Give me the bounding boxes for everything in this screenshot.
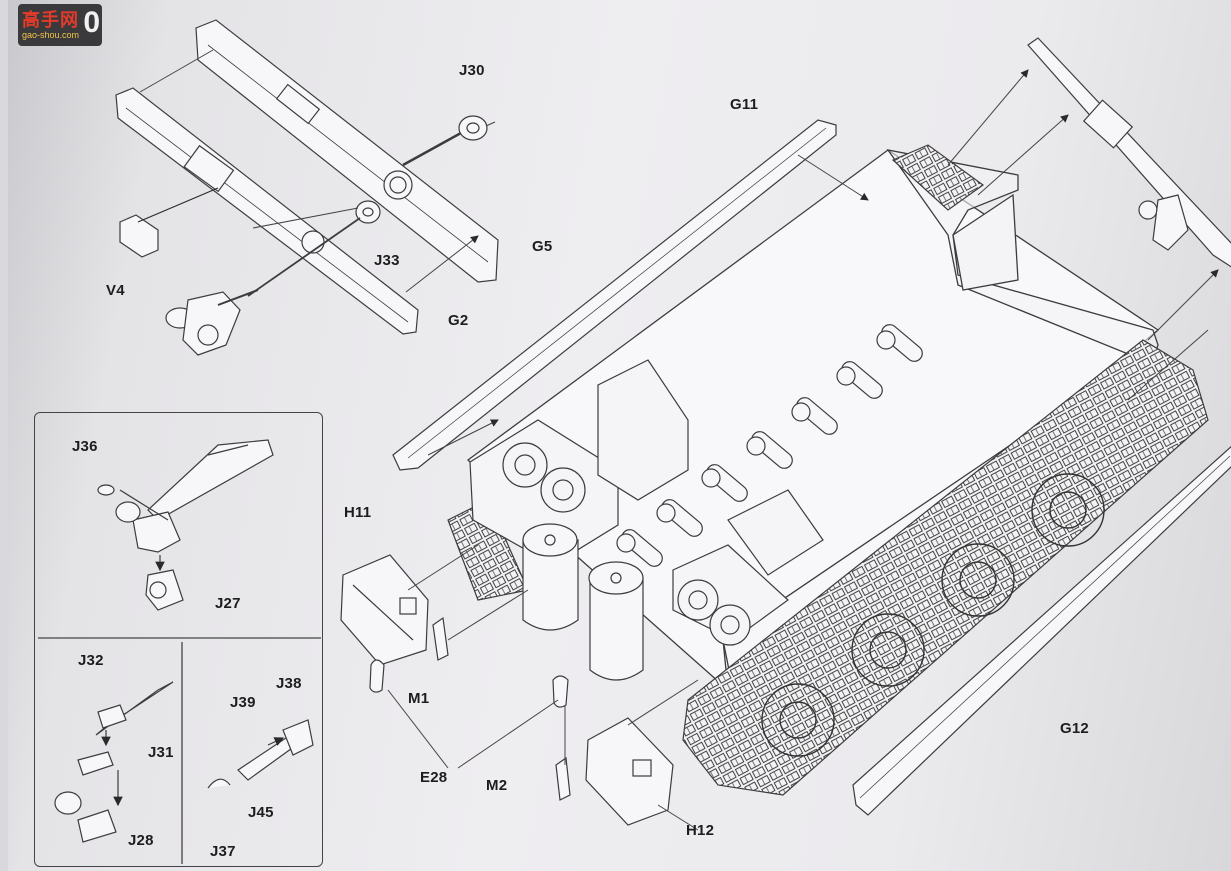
callout-j31: J31 [148,744,174,761]
rear-engine-deck [469,359,824,646]
hatch-h11 [340,554,429,666]
callout-j36: J36 [72,438,98,455]
callout-j33: J33 [374,252,400,269]
wheel-j30 [402,115,488,167]
callout-j37: J37 [210,843,236,860]
inset-box-main [34,412,323,867]
hatch-h12 [585,717,674,826]
side-panel-g5 [195,19,499,283]
callout-m2: M2 [486,777,508,794]
site-watermark-logo: 高手网 gao-shou.com 0 [18,4,102,46]
callout-v4: V4 [106,282,125,299]
page-number: 0 [83,6,100,39]
watermark-url: gao-shou.com [22,30,80,40]
torsion-bars [616,324,923,567]
callout-h12: H12 [686,822,715,839]
rail-g12 [852,445,1231,816]
rail-g11 [392,119,837,471]
watermark-text: 高手网 [22,10,79,30]
suspension-bracket [165,289,259,356]
callout-e28: E28 [420,769,448,786]
assembly-lines-hull [387,69,1219,831]
rail-top-right [1027,37,1231,268]
side-panel-g2 [115,87,419,335]
callout-g5: G5 [532,238,553,255]
assembly-diagram [54,19,1231,843]
part-v4 [119,187,219,258]
instruction-sheet: 高手网 gao-shou.com 0 [8,0,1231,871]
callout-j39: J39 [230,694,256,711]
track-top [891,144,985,211]
callout-j30: J30 [459,62,485,79]
inset-dividers [38,637,321,864]
callout-j28: J28 [128,832,154,849]
callout-g12: G12 [1060,720,1089,737]
small-parts [369,616,571,801]
track-right [682,339,1209,796]
ring-j33 [247,200,381,297]
callout-g2: G2 [448,312,469,329]
callout-j45: J45 [248,804,274,821]
callout-j38: J38 [276,675,302,692]
inset-suspension-c [207,719,314,789]
exhaust-pipes [522,523,644,681]
callout-j32: J32 [78,652,104,669]
inset-suspension-b [54,681,174,843]
inset-suspension-a [97,439,274,611]
assembly-lines-panel [139,49,496,293]
callout-j27: J27 [215,595,241,612]
callout-m1: M1 [408,690,430,707]
callout-h11: H11 [344,504,372,521]
callout-g11: G11 [730,96,759,113]
